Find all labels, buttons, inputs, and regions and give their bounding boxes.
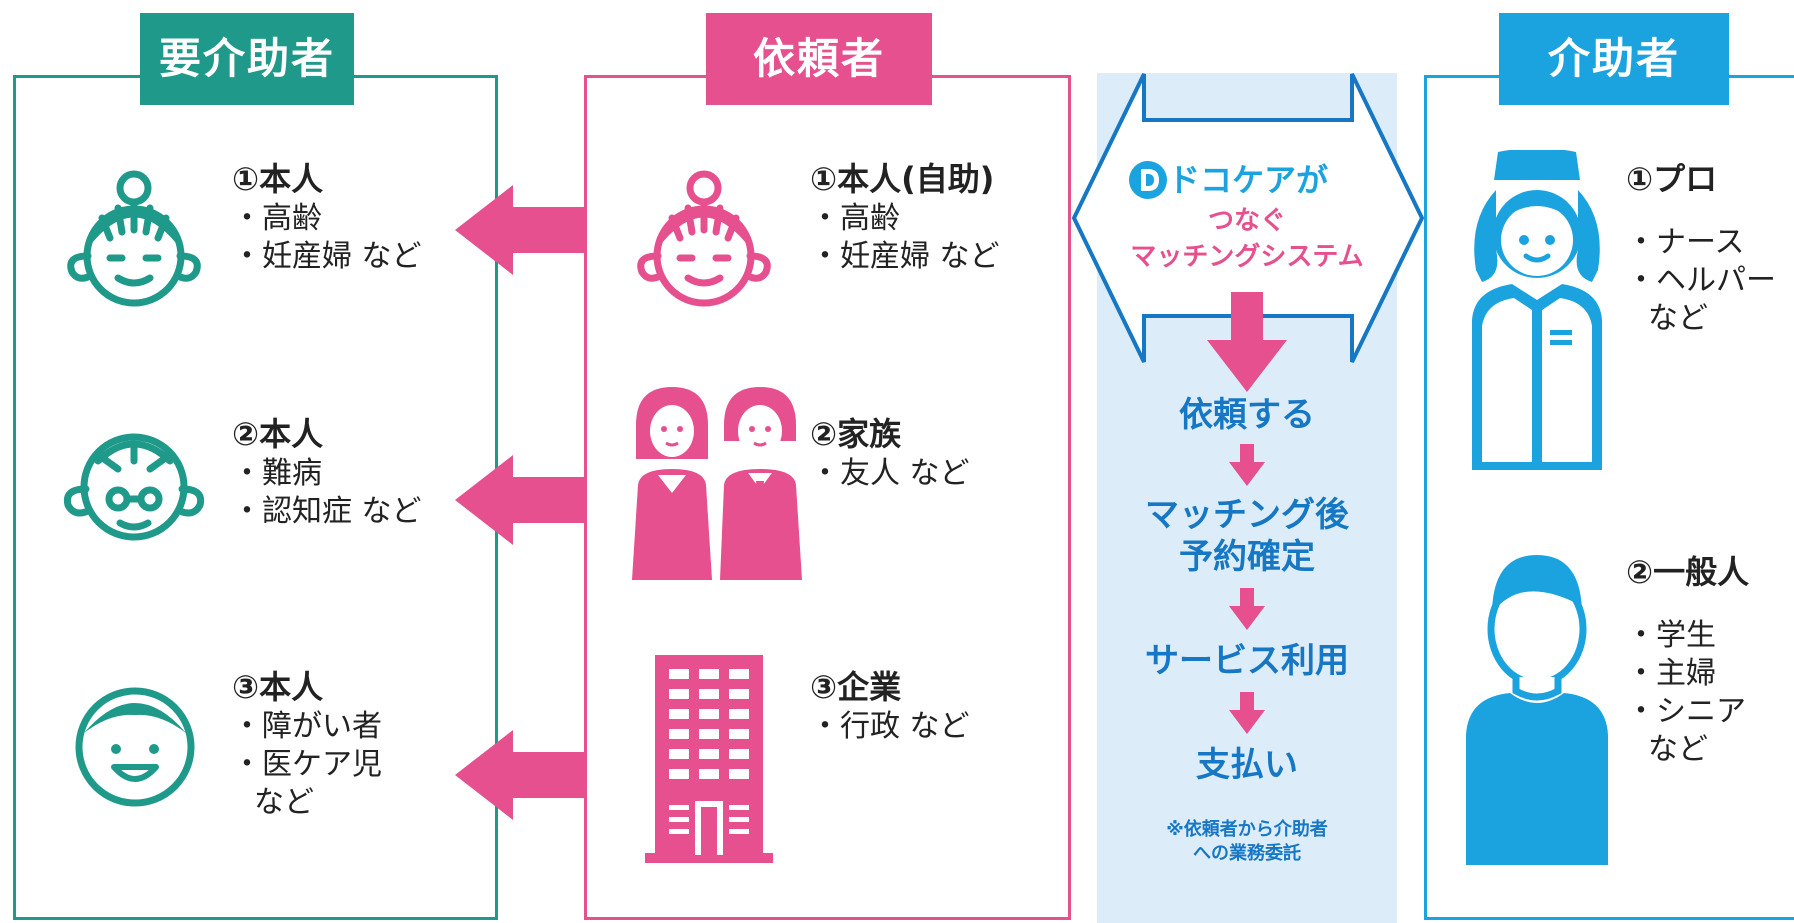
step-payment: 支払い — [1196, 745, 1298, 785]
arrow-left-2 — [455, 455, 587, 545]
requester-needs-panel — [13, 75, 498, 920]
step-after-matching: マッチング後 — [1145, 495, 1349, 535]
mid-item-2: ②家族 ・友人 など — [810, 415, 970, 493]
left-item-2-line-1: ・難病 — [232, 456, 322, 491]
logo-sub: つなぐ — [1207, 206, 1286, 236]
mid-item-1-line-2: ・妊産婦 など — [810, 239, 1000, 274]
person-icon — [1466, 555, 1608, 865]
double-arrow-frame — [1071, 73, 1425, 363]
family-icon — [632, 387, 802, 580]
panel-title-helper: 介助者 — [1499, 13, 1729, 105]
right-item-1-line-1: ・ナース — [1626, 225, 1745, 260]
panel-title-client: 依頼者 — [706, 13, 932, 105]
step-request: 依頼する — [1179, 395, 1315, 435]
step-booking-confirmed: 予約確定 — [1179, 537, 1315, 577]
down-arrow-2 — [1229, 588, 1265, 630]
docare-logo-icon — [1129, 161, 1167, 199]
right-item-2-head: ②一般人 — [1626, 553, 1750, 591]
right-item-1-head: ①プロ — [1626, 160, 1718, 198]
mid-item-1-head: ①本人(自助) — [810, 160, 995, 198]
right-item-1-line-3: など — [1648, 301, 1708, 336]
mid-item-2-head: ②家族 — [810, 415, 902, 453]
elderly-man-icon — [63, 433, 205, 541]
left-item-1-head: ①本人 — [232, 160, 324, 198]
left-item-3: ③本人 ・障がい者 ・医ケア児 など — [232, 668, 382, 822]
panel-title-care-recipient: 要介助者 — [140, 13, 354, 105]
left-item-1-line-1: ・高齢 — [232, 201, 322, 236]
left-item-3-line-2: ・医ケア児 — [232, 747, 382, 782]
right-item-1: ①プロ ・ナース ・ヘルパー など — [1626, 160, 1776, 338]
down-arrow-3 — [1229, 692, 1265, 734]
mid-item-1-line-1: ・高齢 — [810, 201, 900, 236]
mid-item-3: ③企業 ・行政 など — [810, 668, 970, 746]
office-building-icon — [645, 655, 773, 863]
arrow-left-1 — [455, 185, 587, 275]
elderly-woman-self-icon — [637, 170, 771, 307]
right-item-2-line-2: ・主婦 — [1626, 656, 1716, 691]
down-arrow-large — [1207, 292, 1287, 392]
left-item-3-line-1: ・障がい者 — [232, 709, 382, 744]
nurse-icon — [1472, 150, 1602, 470]
elderly-woman-icon — [67, 170, 201, 307]
left-item-1: ①本人 ・高齢 ・妊産婦 など — [232, 160, 422, 276]
mid-item-1: ①本人(自助) ・高齢 ・妊産婦 など — [810, 160, 1000, 276]
child-icon — [75, 687, 195, 807]
note-line-2: への業務委託 — [1193, 843, 1301, 864]
right-item-1-line-2: ・ヘルパー — [1626, 263, 1776, 298]
right-item-2-line-1: ・学生 — [1626, 618, 1716, 653]
note-line-1: ※依頼者から介助者 — [1166, 819, 1328, 840]
arrow-left-3 — [455, 730, 587, 820]
right-item-2-line-4: など — [1648, 732, 1708, 767]
right-item-2-line-3: ・シニア — [1626, 694, 1746, 729]
left-item-3-head: ③本人 — [232, 668, 324, 706]
logo-name: ドコケアが — [1168, 161, 1329, 199]
step-use-service: サービス利用 — [1145, 641, 1349, 681]
right-item-2: ②一般人 ・学生 ・主婦 ・シニア など — [1626, 553, 1749, 769]
left-item-2-line-2: ・認知症 など — [232, 494, 422, 529]
left-item-3-line-3: など — [254, 785, 314, 820]
down-arrow-1 — [1229, 444, 1265, 486]
logo-system: マッチングシステム — [1130, 242, 1364, 272]
left-item-2: ②本人 ・難病 ・認知症 など — [232, 415, 422, 531]
left-item-2-head: ②本人 — [232, 415, 324, 453]
mid-item-2-line-1: ・友人 など — [810, 456, 970, 491]
mid-item-3-head: ③企業 — [810, 668, 902, 706]
left-item-1-line-2: ・妊産婦 など — [232, 239, 422, 274]
mid-item-3-line-1: ・行政 など — [810, 709, 970, 744]
